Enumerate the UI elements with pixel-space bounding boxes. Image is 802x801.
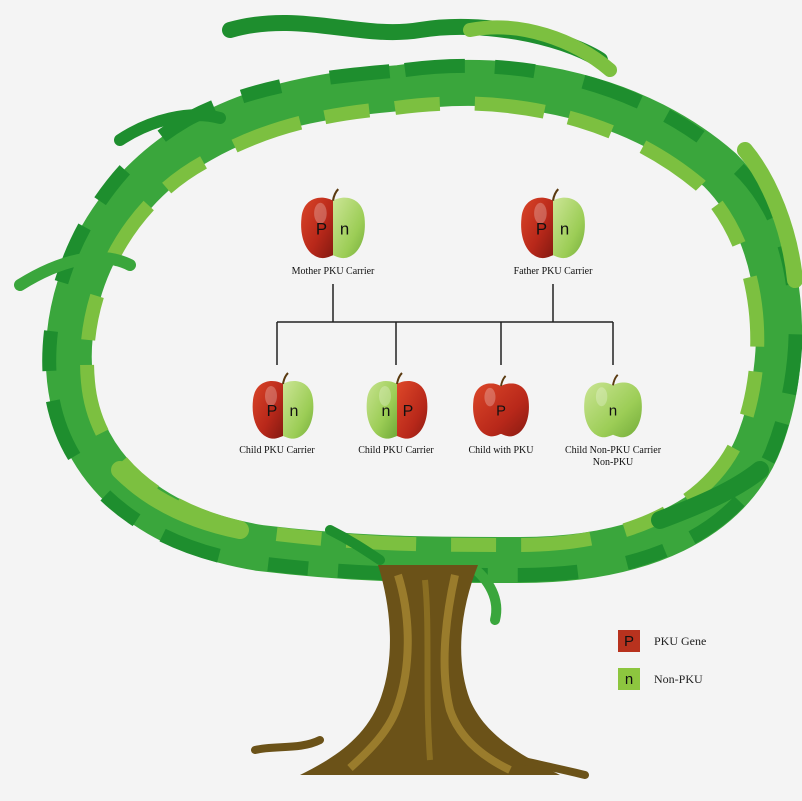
child-apple-3-letters: P — [496, 404, 506, 420]
pedigree-lines — [277, 284, 613, 365]
child2-label: Child PKU Carrier — [341, 445, 451, 456]
parent-apple-1-letter-left: P — [316, 219, 327, 238]
child-apple-1-letter-right: n — [290, 403, 299, 420]
parent-apple-1-letter-right: n — [340, 219, 349, 238]
legend-pku-text: PKU Gene — [654, 634, 706, 649]
child4-label-line1: Child Non-PKU Carrier — [565, 445, 661, 456]
child-apple-2-letter-right: P — [403, 403, 414, 420]
legend-non-pku-text: Non-PKU — [654, 672, 703, 687]
parent-apple-2-letter-right: n — [560, 219, 569, 238]
legend-non-pku-swatch: n — [618, 668, 640, 690]
child-apple-4-letters: n — [609, 403, 617, 420]
child3-label: Child with PKU — [446, 445, 556, 456]
legend-non-pku: n Non-PKU — [618, 668, 703, 690]
child-apple-1-letter-left: P — [267, 403, 278, 420]
child-apple-2-letter-left: n — [382, 403, 391, 420]
child-apple-4-letter: n — [609, 403, 617, 420]
child1-label: Child PKU Carrier — [222, 445, 332, 456]
legend-pku: P PKU Gene — [618, 630, 706, 652]
child4-label: Child Non-PKU Carrier Non-PKU — [548, 445, 678, 469]
legend-pku-swatch: P — [618, 630, 640, 652]
child-apple-3: P — [470, 376, 533, 441]
child-apple-4: n — [581, 375, 646, 442]
parent-apple-2-letter-left: P — [536, 219, 547, 238]
tree-trunk — [255, 565, 585, 775]
child-apple-3-letter: P — [496, 404, 506, 420]
father-label: Father PKU Carrier — [493, 266, 613, 277]
child4-label-line2: Non-PKU — [593, 457, 634, 468]
mother-label: Mother PKU Carrier — [273, 266, 393, 277]
